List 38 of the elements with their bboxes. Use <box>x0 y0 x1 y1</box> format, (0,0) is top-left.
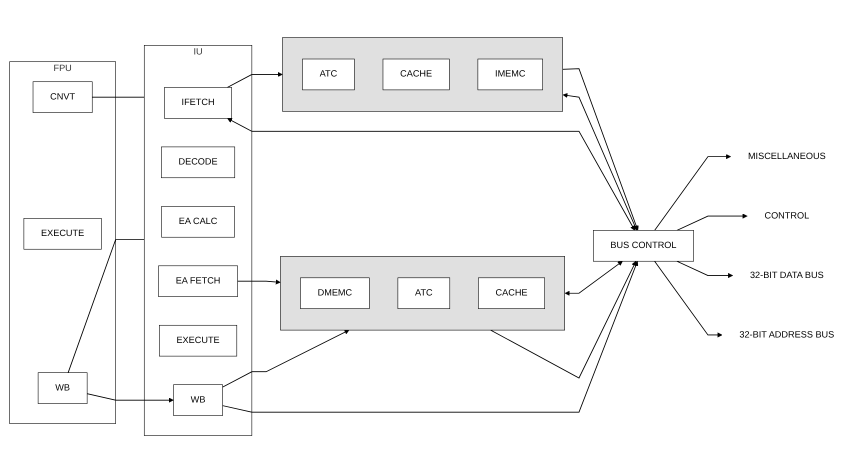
node-box: EA FETCH <box>158 266 238 298</box>
arrow <box>490 261 636 379</box>
node-text: CONTROL <box>764 211 810 222</box>
arrow <box>237 280 281 285</box>
node-box: IFETCH <box>164 88 232 120</box>
arrow <box>562 93 638 231</box>
node-box: CACHE <box>382 59 450 91</box>
node-box: EA CALC <box>161 206 235 238</box>
node-box: CACHE <box>478 278 545 310</box>
cluster <box>282 38 563 112</box>
arrow <box>654 261 722 338</box>
arrow <box>562 68 639 231</box>
node-box: ATC <box>398 278 450 310</box>
node-box: BUS CONTROL <box>593 230 694 262</box>
node-text: MISCELLANEOUS <box>748 152 826 162</box>
node-text: 32-BIT ADDRESS BUS <box>739 330 834 340</box>
connector <box>92 97 145 98</box>
arrow <box>676 214 748 232</box>
arrow <box>654 154 732 232</box>
node-box: CNVT <box>32 82 92 114</box>
node-box: WB <box>173 384 223 416</box>
cluster <box>280 256 565 331</box>
arrow <box>222 330 350 388</box>
arrow <box>226 72 283 88</box>
node-box: DECODE <box>161 147 236 178</box>
arrow <box>86 394 174 404</box>
connector <box>68 240 145 374</box>
node-box: EXECUTE <box>159 325 238 357</box>
node-box: EXECUTE <box>24 218 102 250</box>
arrow <box>222 261 638 413</box>
node-box: DMEMC <box>300 278 370 310</box>
arrow <box>227 118 635 231</box>
node-box: ATC <box>302 59 355 91</box>
arrow <box>676 261 734 278</box>
arrow <box>564 261 623 296</box>
node-box: WB <box>38 372 88 404</box>
node-box: IMEMC <box>478 59 543 91</box>
node-text: 32-BIT DATA BUS <box>750 270 824 281</box>
